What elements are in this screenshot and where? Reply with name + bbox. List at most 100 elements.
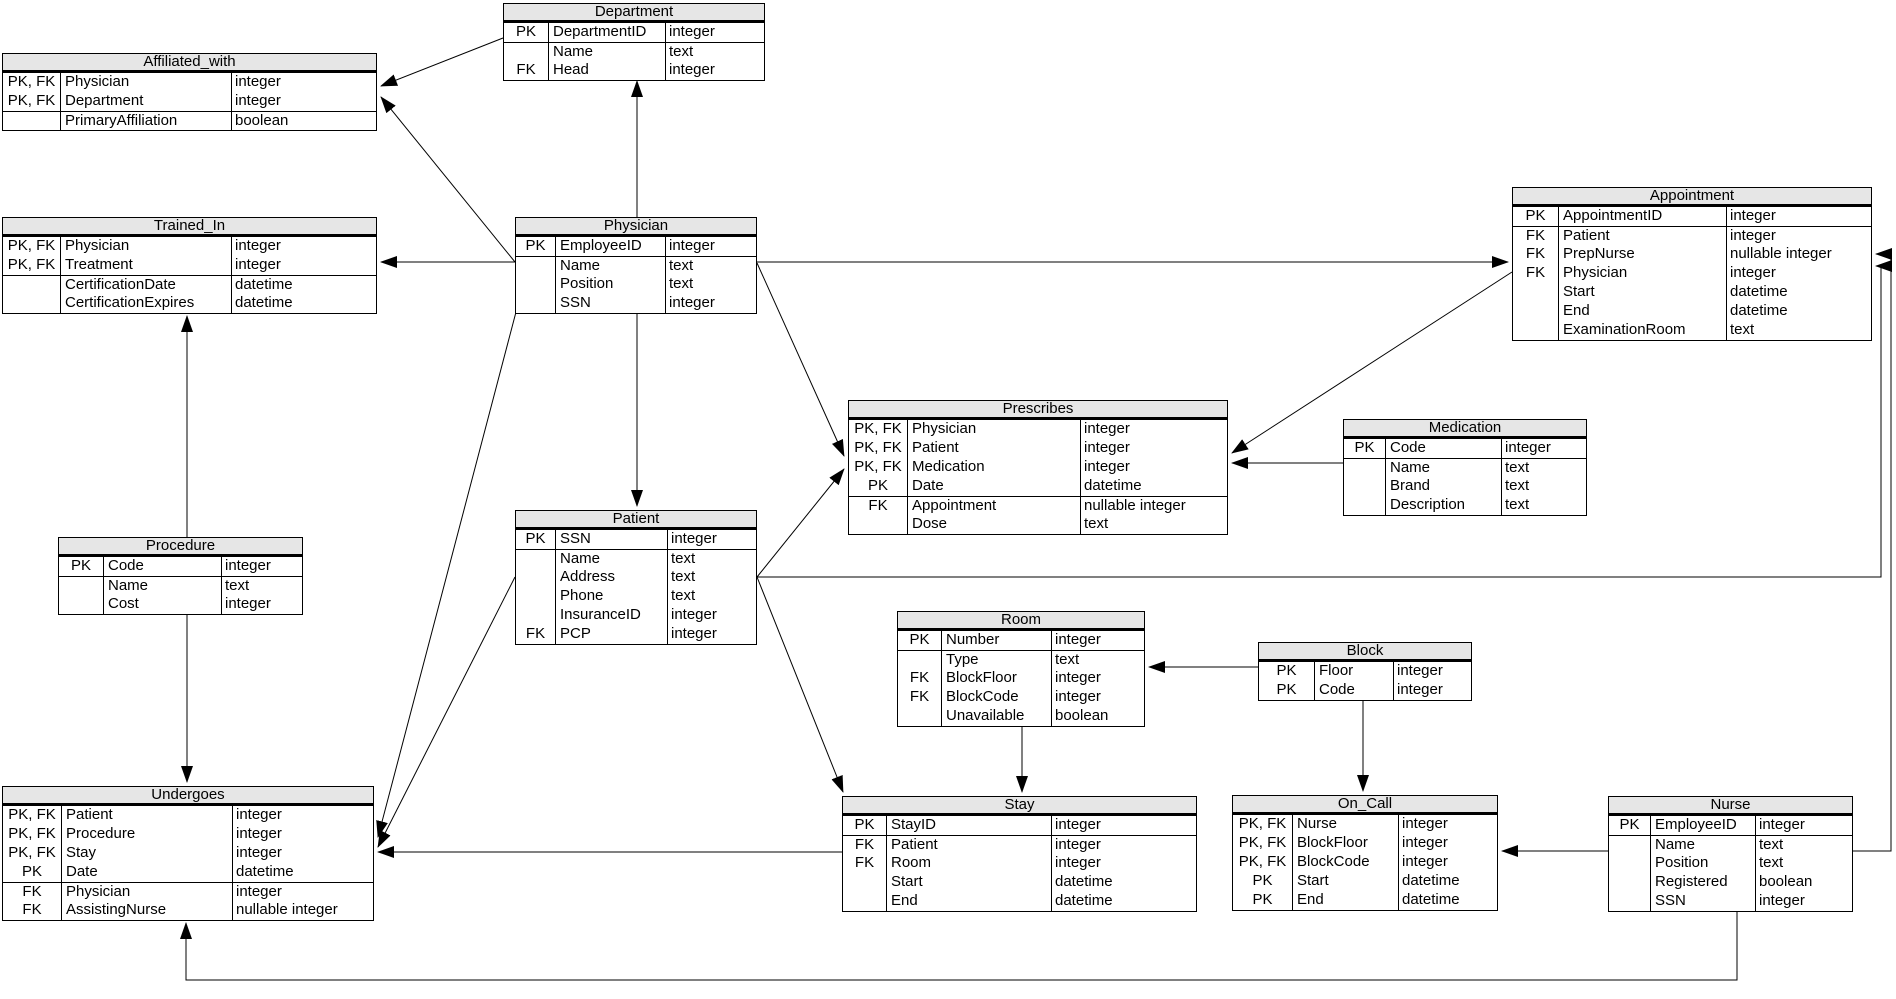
attribute-type: integer (1055, 816, 1101, 833)
table-title-prescribes: Prescribes (849, 401, 1227, 420)
edge-undergoes-patient (377, 576, 516, 848)
attribute-key-flag (3, 112, 61, 130)
edge-prescribes-appointment (1231, 271, 1513, 454)
attribute-key-flag (1513, 321, 1559, 340)
attribute-name: Code (1386, 439, 1502, 458)
table-title-appointment: Appointment (1513, 188, 1871, 207)
attribute-key-flag (898, 651, 942, 669)
attribute-key-flag: FK (843, 836, 887, 854)
attribute-key-flag: PK, FK (3, 73, 61, 92)
attribute-type: integer (1084, 420, 1130, 437)
attribute-type: integer (1397, 662, 1443, 679)
attribute-key-flag: PK (1259, 662, 1315, 681)
attribute-key-flag (1344, 496, 1386, 515)
attribute-name: Name (556, 257, 666, 275)
attribute-type: nullable integer (1084, 497, 1186, 514)
attribute-key-flag: PK (1344, 439, 1386, 458)
attribute-name: Nurse (1293, 815, 1399, 834)
attribute-key-flag: PK (516, 530, 556, 549)
attribute-type: text (1084, 515, 1109, 532)
table-title-medication: Medication (1344, 420, 1586, 439)
attribute-type: integer (1055, 631, 1101, 648)
attribute-key-flag: FK (843, 854, 887, 873)
attribute-key-flag: FK (1513, 245, 1559, 264)
edge-stay-patient (756, 576, 844, 793)
attribute-type: integer (1055, 836, 1101, 853)
attribute-key-flag (1609, 854, 1651, 873)
attribute-name: Appointment (908, 497, 1081, 515)
attribute-key-flag: PK (504, 23, 549, 42)
attribute-key-flag: PK (1233, 891, 1293, 910)
attribute-type: integer (671, 530, 717, 547)
attribute-name: PCP (556, 625, 668, 644)
attribute-key-flag (516, 275, 556, 294)
attribute-name: Registered (1651, 873, 1756, 892)
attribute-key-flag: PK (1609, 816, 1651, 835)
attribute-name: BlockFloor (1293, 834, 1399, 853)
attribute-key-flag: FK (3, 901, 62, 920)
attribute-type: datetime (1402, 872, 1460, 889)
attribute-name: Room (887, 854, 1052, 873)
attribute-key-flag: PK, FK (3, 256, 61, 275)
attribute-key-flag (516, 294, 556, 313)
edge-affiliated-with-physician (380, 96, 516, 263)
attribute-key-flag (516, 257, 556, 275)
attribute-name: Name (556, 550, 668, 568)
attribute-name: SSN (556, 294, 666, 313)
attribute-name: End (1293, 891, 1399, 910)
table-title-undergoes: Undergoes (3, 787, 373, 806)
attribute-name: Physician (61, 237, 232, 256)
attribute-key-flag: PK, FK (3, 237, 61, 256)
attribute-key-flag (516, 606, 556, 625)
attribute-type: text (1759, 836, 1784, 853)
attribute-key-flag: PK, FK (3, 844, 62, 863)
table-title-department: Department (504, 4, 764, 23)
edge-prescribes-physician (756, 262, 845, 457)
attribute-key-flag: PK (843, 816, 887, 835)
attribute-key-flag (849, 515, 908, 534)
attribute-type: integer (1084, 458, 1130, 475)
attribute-key-flag (3, 276, 61, 294)
attribute-key-flag: FK (898, 688, 942, 707)
attribute-name: PrepNurse (1559, 245, 1727, 264)
table-title-nurse: Nurse (1609, 797, 1852, 816)
attribute-name: Brand (1386, 477, 1502, 496)
edge-undergoes-physician (376, 311, 517, 838)
attribute-type: text (671, 568, 696, 585)
attribute-key-flag (59, 577, 104, 595)
attribute-key-flag: PK, FK (849, 420, 908, 439)
attribute-name: Start (887, 873, 1052, 892)
table-title-on_call: On_Call (1233, 796, 1497, 815)
attribute-type: integer (236, 883, 282, 900)
attribute-name: Treatment (61, 256, 232, 275)
attribute-key-flag: FK (504, 61, 549, 80)
attribute-type: integer (669, 294, 715, 311)
attribute-type: integer (1055, 669, 1101, 686)
edge-undergoes-assisting-nurse (180, 911, 1738, 981)
